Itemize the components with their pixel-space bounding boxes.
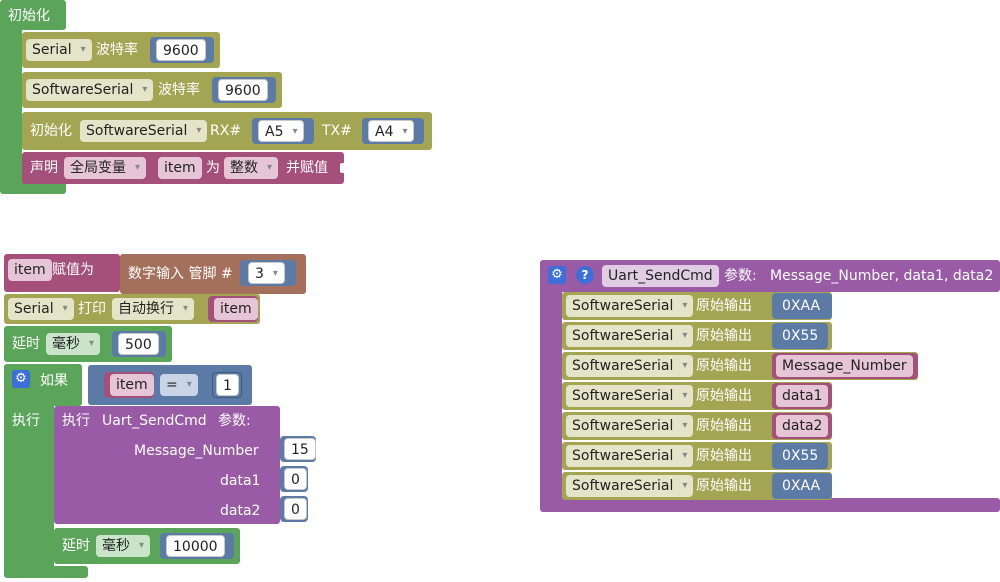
setup-body-rail bbox=[0, 20, 22, 186]
if-gear-icon[interactable]: ⚙ bbox=[12, 370, 30, 388]
serial-baud-input[interactable]: 9600 bbox=[156, 39, 206, 61]
declare-var-name[interactable]: item bbox=[158, 157, 202, 179]
function-params-list: Message_Number, data1, data2 bbox=[770, 268, 994, 284]
function-def-footer bbox=[540, 498, 1000, 512]
if-label: 如果 bbox=[40, 373, 68, 389]
function-def-rail bbox=[540, 288, 562, 502]
raw-output-port-dropdown[interactable]: SoftwareSerial bbox=[566, 385, 694, 407]
do-label: 执行 bbox=[12, 413, 40, 429]
assign-var-name[interactable]: item bbox=[8, 259, 52, 281]
tx-pin-dropdown[interactable]: A4 bbox=[368, 120, 415, 143]
raw-output-value[interactable]: 0X55 bbox=[782, 328, 819, 344]
digital-read-label: 数字输入 管脚 # bbox=[128, 266, 233, 282]
raw-output-value[interactable]: 0X55 bbox=[782, 448, 819, 464]
raw-output-port-dropdown[interactable]: SoftwareSerial bbox=[566, 295, 694, 317]
rx-pin-dropdown[interactable]: A5 bbox=[258, 120, 305, 143]
call-arg-value-input[interactable]: 0 bbox=[284, 468, 307, 490]
call-params-label: 参数: bbox=[218, 413, 251, 429]
raw-output-label: 原始输出 bbox=[696, 448, 752, 464]
call-block[interactable] bbox=[54, 406, 280, 524]
compare-operator-dropdown[interactable]: = bbox=[160, 374, 198, 396]
inner-delay-unit-dropdown[interactable]: 毫秒 bbox=[96, 535, 150, 557]
raw-output-var[interactable]: data1 bbox=[776, 385, 829, 407]
raw-output-label: 原始输出 bbox=[696, 388, 752, 404]
declare-value-slot bbox=[340, 163, 346, 173]
function-params-label: 参数: bbox=[724, 268, 757, 284]
call-func-name: Uart_SendCmd bbox=[102, 413, 207, 429]
declare-assign-label: 并赋值 bbox=[286, 160, 328, 176]
serial-baud-label: 波特率 bbox=[96, 42, 138, 58]
raw-output-var[interactable]: data2 bbox=[776, 415, 829, 437]
tx-label: TX# bbox=[322, 123, 352, 139]
raw-output-port-dropdown[interactable]: SoftwareSerial bbox=[566, 355, 694, 377]
call-arg-name: data1 bbox=[220, 473, 261, 489]
raw-output-value[interactable]: 0XAA bbox=[782, 298, 821, 314]
declare-as-label: 为 bbox=[206, 160, 220, 176]
raw-output-value-socket bbox=[772, 473, 832, 499]
compare-value-input[interactable]: 1 bbox=[216, 374, 239, 396]
assign-label: 赋值为 bbox=[52, 262, 94, 278]
raw-output-label: 原始输出 bbox=[696, 358, 752, 374]
declare-label: 声明 bbox=[30, 160, 58, 176]
function-name-field[interactable]: Uart_SendCmd bbox=[602, 265, 719, 287]
digital-read-pin-dropdown[interactable]: 3 bbox=[248, 262, 285, 285]
softserial-baud-label: 波特率 bbox=[158, 82, 200, 98]
serial-port-dropdown[interactable]: Serial bbox=[26, 39, 92, 61]
softserial-init-port-dropdown[interactable]: SoftwareSerial bbox=[80, 120, 208, 142]
raw-output-value-socket bbox=[772, 443, 828, 469]
raw-output-port-dropdown[interactable]: SoftwareSerial bbox=[566, 415, 694, 437]
softserial-init-label: 初始化 bbox=[30, 123, 72, 139]
delay-label: 延时 bbox=[12, 336, 40, 352]
compare-var-name[interactable]: item bbox=[110, 374, 154, 396]
raw-output-value-socket bbox=[772, 293, 832, 319]
raw-output-label: 原始输出 bbox=[696, 418, 752, 434]
delay-unit-dropdown[interactable]: 毫秒 bbox=[46, 333, 100, 355]
raw-output-port-dropdown[interactable]: SoftwareSerial bbox=[566, 325, 694, 347]
print-label: 打印 bbox=[78, 301, 106, 317]
if-block-bottom bbox=[4, 566, 88, 578]
raw-output-port-dropdown[interactable]: SoftwareSerial bbox=[566, 445, 694, 467]
raw-output-port-dropdown[interactable]: SoftwareSerial bbox=[566, 475, 694, 497]
raw-output-value[interactable]: 0XAA bbox=[782, 478, 821, 494]
raw-output-var[interactable]: Message_Number bbox=[776, 355, 913, 377]
raw-output-value-socket bbox=[772, 323, 828, 349]
inner-delay-value-input[interactable]: 10000 bbox=[166, 535, 225, 557]
softserial-port-dropdown[interactable]: SoftwareSerial bbox=[26, 79, 154, 101]
raw-output-label: 原始输出 bbox=[696, 298, 752, 314]
call-arg-value-input[interactable]: 0 bbox=[284, 498, 307, 520]
call-arg-name: Message_Number bbox=[134, 443, 259, 459]
declare-scope-dropdown[interactable]: 全局变量 bbox=[64, 157, 146, 179]
call-label: 执行 bbox=[62, 413, 90, 429]
function-gear-icon[interactable]: ⚙ bbox=[548, 266, 566, 284]
function-help-icon[interactable]: ? bbox=[576, 266, 594, 284]
print-port-dropdown[interactable]: Serial bbox=[8, 298, 74, 320]
call-arg-name: data2 bbox=[220, 503, 261, 519]
raw-output-label: 原始输出 bbox=[696, 478, 752, 494]
print-mode-dropdown[interactable]: 自动换行 bbox=[112, 298, 194, 320]
call-arg-value-input[interactable]: 15 bbox=[284, 438, 316, 460]
delay-value-input[interactable]: 500 bbox=[118, 333, 159, 355]
print-var-name[interactable]: item bbox=[214, 298, 258, 320]
softserial-baud-input[interactable]: 9600 bbox=[218, 79, 268, 101]
inner-delay-label: 延时 bbox=[62, 538, 90, 554]
if-block-rail bbox=[4, 400, 54, 570]
declare-type-dropdown[interactable]: 整数 bbox=[224, 157, 278, 179]
raw-output-label: 原始输出 bbox=[696, 328, 752, 344]
setup-label: 初始化 bbox=[8, 8, 50, 24]
rx-label: RX# bbox=[210, 123, 242, 139]
